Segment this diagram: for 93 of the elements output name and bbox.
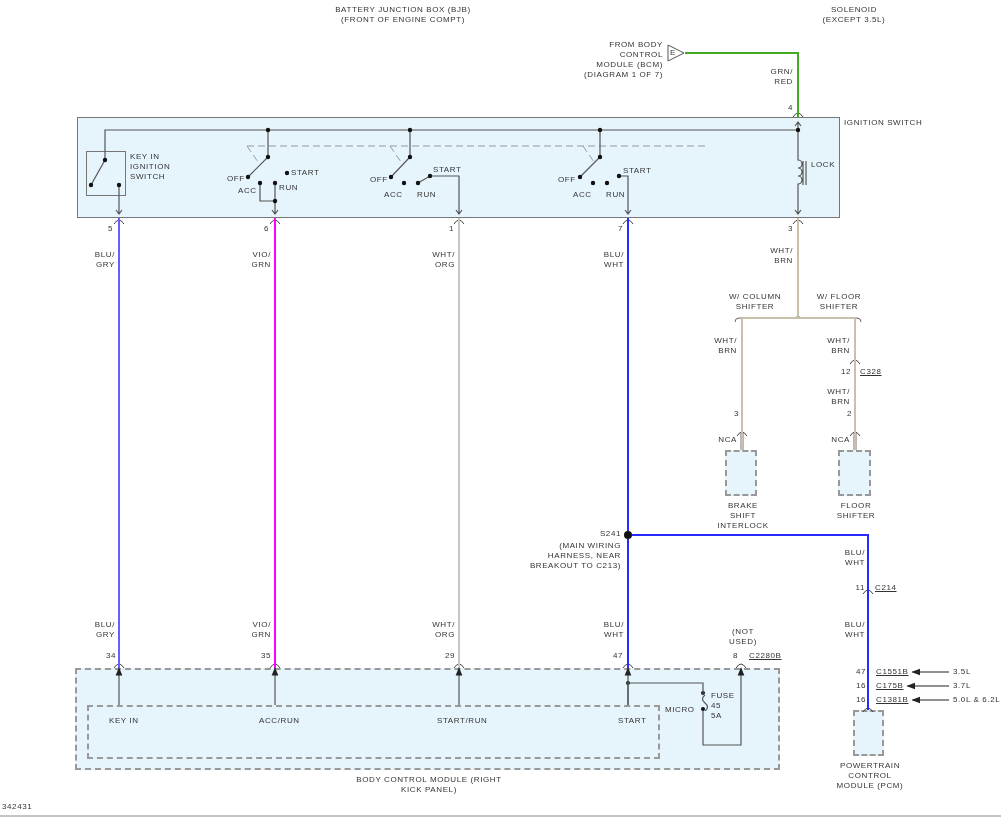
wire xyxy=(627,217,629,532)
wire-color: WHT/ ORG xyxy=(432,620,455,640)
pin-number: 1 xyxy=(448,224,454,234)
arrow xyxy=(455,667,463,706)
note: NCA xyxy=(831,435,850,445)
connector-letter: E xyxy=(670,48,676,58)
connector-id: C214 xyxy=(875,583,897,593)
component-name: IGNITION SWITCH xyxy=(844,118,923,128)
switch-position: ACC xyxy=(238,186,257,196)
arrow xyxy=(271,667,279,706)
wire-color: WHT/ ORG xyxy=(432,250,455,270)
pin-number: 47 xyxy=(612,651,623,661)
component-name: BODY CONTROL MODULE (RIGHT KICK PANEL) xyxy=(355,775,503,795)
wire xyxy=(631,534,869,711)
connector-id: C1381B xyxy=(876,695,909,705)
variant-label: W/ FLOOR SHIFTER xyxy=(815,292,863,312)
fuse-label: FUSE 45 5A xyxy=(711,691,735,721)
wire-color: BLU/ GRY xyxy=(94,620,115,640)
switch-position: RUN xyxy=(279,183,299,193)
component-name: MICRO xyxy=(665,705,695,715)
engine-option: 3.7L xyxy=(953,681,971,691)
wire-color: WHT/ BRN xyxy=(714,336,737,356)
component-name: POWERTRAIN CONTROL MODULE (PCM) xyxy=(835,761,905,791)
connector-id: C175B xyxy=(876,681,904,691)
connector-id: C328 xyxy=(860,367,882,377)
pin-number: 8 xyxy=(732,651,738,661)
pin-number: 35 xyxy=(260,651,271,661)
pin-number: 34 xyxy=(105,651,116,661)
pin-number: 11 xyxy=(855,583,865,593)
arrow xyxy=(115,667,123,706)
wire-color: BLU/ WHT xyxy=(844,548,865,568)
connector-id: C1551B xyxy=(876,667,909,677)
wire xyxy=(627,538,629,669)
pin-number: 12 xyxy=(840,367,851,377)
pin-number: 47 xyxy=(855,667,866,677)
wire xyxy=(274,217,276,669)
wire-color: VIO/ GRN xyxy=(251,620,271,640)
switch-position: RUN xyxy=(606,190,626,200)
wire xyxy=(118,217,120,669)
wire-color: BLU/ GRY xyxy=(94,250,115,270)
connector-id: C2280B xyxy=(749,651,782,661)
wire-color: GRN/ RED xyxy=(770,67,793,87)
component-name: FLOOR SHIFTER xyxy=(836,501,876,521)
arrow xyxy=(911,696,950,704)
pin-number: 7 xyxy=(617,224,623,234)
wire-color: WHT/ BRN xyxy=(827,336,850,356)
variant-label: W/ COLUMN SHIFTER xyxy=(727,292,783,312)
component-name: KEY IN IGNITION SWITCH xyxy=(130,152,172,182)
switch-position: START xyxy=(291,168,320,178)
terminal-name: ACC/RUN xyxy=(259,716,300,726)
switch-position: OFF xyxy=(558,175,576,185)
switch-position: OFF xyxy=(370,175,388,185)
switch-position: START xyxy=(433,165,462,175)
terminal-name: START xyxy=(618,716,647,726)
component-name: SOLENOID (EXCEPT 3.5L) xyxy=(821,5,887,25)
wire-color: BLU/ WHT xyxy=(844,620,865,640)
wire-color: VIO/ GRN xyxy=(251,250,271,270)
pin-number: 16 xyxy=(855,695,866,705)
wire xyxy=(684,52,799,118)
note: (NOT USED) xyxy=(729,627,757,647)
wire-color: BLU/ WHT xyxy=(603,620,624,640)
arrow xyxy=(906,682,950,690)
wire-color: WHT/ BRN xyxy=(770,246,793,266)
engine-option: 3.5L xyxy=(953,667,971,677)
coil-label: LOCK xyxy=(811,160,836,170)
component-name: S241 xyxy=(599,529,621,539)
switch-position: RUN xyxy=(417,190,437,200)
pin-number: 5 xyxy=(107,224,113,234)
pin-number: 2 xyxy=(846,409,852,419)
location-note: (MAIN WIRING HARNESS, NEAR BREAKOUT TO C213) xyxy=(528,541,621,571)
switch-position: OFF xyxy=(227,174,245,184)
location-note: FROM BODY CONTROL MODULE (BCM) (DIAGRAM 1 OF 7) xyxy=(583,40,663,80)
terminal-name: START/RUN xyxy=(437,716,488,726)
component-name: BRAKE SHIFT INTERLOCK xyxy=(717,501,769,531)
arrow xyxy=(911,668,950,676)
pin-number: 6 xyxy=(263,224,269,234)
terminal-name: KEY IN xyxy=(109,716,139,726)
wire-color: BLU/ WHT xyxy=(603,250,624,270)
note: NCA xyxy=(718,435,737,445)
pin-number: 4 xyxy=(787,103,793,113)
pin-number: 3 xyxy=(787,224,793,234)
switch-position: ACC xyxy=(384,190,403,200)
switch-position: START xyxy=(623,166,652,176)
engine-option: 5.0L & 6.2L xyxy=(953,695,1001,705)
arrow xyxy=(702,667,745,746)
wire xyxy=(458,217,460,669)
title: BATTERY JUNCTION BOX (BJB) (FRONT OF ENGINE COMPT) xyxy=(334,5,472,25)
pin-number: 3 xyxy=(733,409,739,419)
pin-number: 16 xyxy=(855,681,866,691)
switch-position: ACC xyxy=(573,190,592,200)
pin-number: 29 xyxy=(444,651,455,661)
figure-number: 342431 xyxy=(2,802,33,812)
wire-color: WHT/ BRN xyxy=(827,387,850,407)
